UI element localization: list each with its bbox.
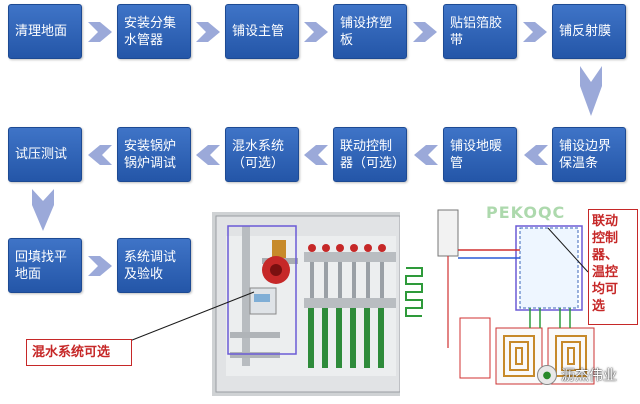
- step-lay-heating-pipe: 铺设地暖 管: [443, 127, 517, 182]
- step-clean-floor: 清理地面: [8, 4, 82, 59]
- arrow-left-icon: [88, 145, 112, 165]
- arrow-right-icon: [523, 22, 547, 42]
- watermark: ● 沥杰伟业: [537, 362, 637, 388]
- step-lay-main-pipe: 铺设主管: [225, 4, 299, 59]
- step-pressure-test: 试压测试: [8, 127, 82, 182]
- step-edge-insulation: 铺设边界 保温条: [552, 127, 626, 182]
- arrow-left-icon: [304, 145, 328, 165]
- watermark-text: 沥杰伟业: [561, 368, 617, 384]
- step-backfill-level: 回填找平 地面: [8, 238, 82, 293]
- step-lay-xps-board: 铺设挤塑 板: [333, 4, 407, 59]
- mixing-manifold-photo: [212, 212, 404, 396]
- controller-optional-callout: 联动 控制 器、 温控 均可 选: [588, 209, 638, 325]
- arrow-right-icon: [88, 22, 112, 42]
- callout-line-mixing: [121, 291, 255, 345]
- arrow-left-icon: [196, 145, 220, 165]
- callout-line-controller: [547, 227, 589, 273]
- arrow-right-icon: [304, 22, 328, 42]
- step-install-manifold: 安装分集 水管器: [117, 4, 191, 59]
- arrow-right-icon: [413, 22, 437, 42]
- peko-logo: PEKOQC: [486, 203, 566, 222]
- step-system-debug: 系统调试 及验收: [117, 238, 191, 293]
- wechat-icon: ●: [537, 365, 557, 385]
- arrow-right-icon: [88, 256, 112, 276]
- arrow-down-icon: [580, 66, 602, 116]
- step-mixing-system: 混水系统 （可选）: [225, 127, 299, 182]
- arrow-down-icon: [32, 189, 54, 231]
- step-install-boiler: 安装锅炉 锅炉调试: [117, 127, 191, 182]
- step-reflective-film: 铺反射膜: [552, 4, 626, 59]
- step-aluminum-tape: 贴铝箔胶 带: [443, 4, 517, 59]
- arrow-left-icon: [524, 145, 548, 165]
- arrow-left-icon: [414, 145, 438, 165]
- arrow-right-icon: [196, 22, 220, 42]
- mixing-optional-callout: 混水系统可选: [26, 339, 132, 366]
- step-linkage-controller: 联动控制 器（可选）: [333, 127, 407, 182]
